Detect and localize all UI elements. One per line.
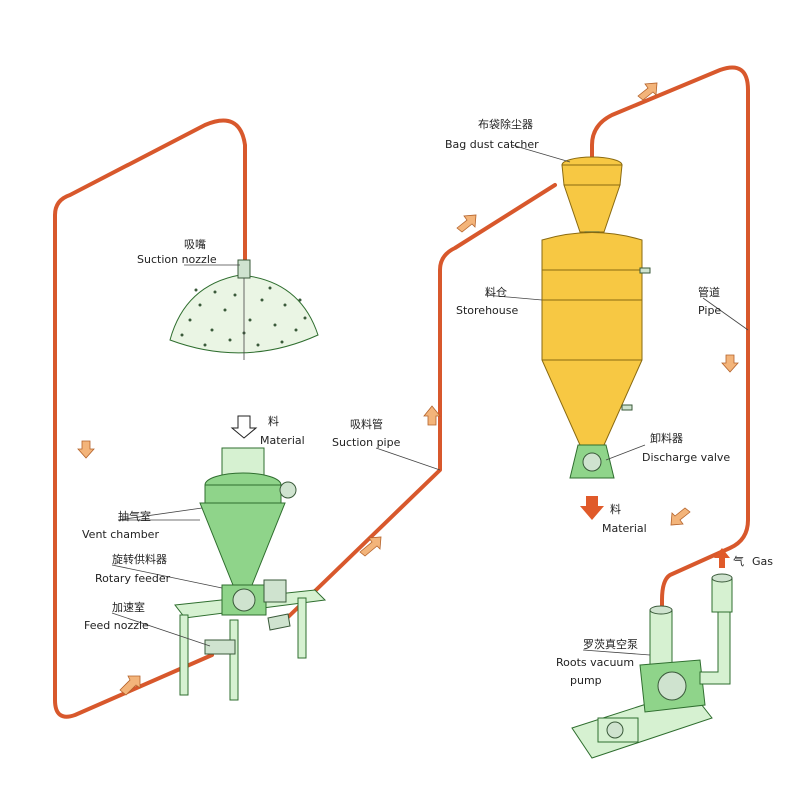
label-discharge-valve-en: Discharge valve [642, 451, 730, 464]
flow-arrows [77, 82, 739, 696]
material-in-arrow [230, 415, 258, 439]
label-feed-nozzle-cn: 加速室 [112, 600, 145, 614]
conveying-pipe [53, 65, 750, 719]
flow-arrow-down-left [77, 440, 95, 459]
suction-nozzle-head [237, 259, 251, 279]
feed-nozzle [204, 639, 236, 655]
label-material-in-en: Material [260, 434, 305, 447]
label-pipe-cn: 管道 [698, 285, 720, 299]
labels: 吸嘴 Suction nozzle 料 Material 抽气室 Vent ch… [82, 117, 773, 687]
label-vent-chamber-en: Vent chamber [82, 528, 159, 541]
label-gas-cn: 气 [733, 554, 744, 568]
label-rotary-feeder-en: Rotary feeder [95, 572, 171, 585]
flow-arrow-suction-pipe [359, 536, 382, 557]
label-gas-en: Gas [752, 555, 773, 568]
label-roots-pump-en-1: Roots vacuum [556, 656, 634, 669]
label-bag-dust-catcher-en: Bag dust catcher [445, 138, 539, 151]
flow-arrow-pipe-down [721, 354, 739, 373]
vent-port [279, 481, 297, 499]
storehouse-body [541, 232, 643, 446]
label-suction-nozzle-cn: 吸嘴 [184, 238, 206, 251]
material-out-arrow [580, 496, 604, 520]
label-pipe-en: Pipe [698, 304, 721, 317]
flow-arrow-top-right [637, 82, 658, 101]
roots-pump-assembly [571, 548, 733, 759]
label-material-in-cn: 料 [268, 414, 279, 428]
flow-arrow-feed [119, 675, 141, 696]
label-roots-pump-en-2: pump [570, 674, 602, 687]
label-suction-nozzle-en: Suction nozzle [137, 253, 217, 266]
pump-inlet-pipe [649, 609, 673, 669]
label-feed-nozzle-en: Feed nozzle [84, 619, 149, 632]
exhaust-pipe [699, 609, 731, 685]
label-suction-pipe-en: Suction pipe [332, 436, 401, 449]
flow-arrow-up [423, 405, 441, 426]
leader-lines [111, 144, 749, 656]
feeder-motor [263, 579, 287, 603]
suction-nozzle-assembly [169, 259, 319, 360]
label-suction-pipe-cn: 吸料管 [350, 417, 383, 431]
feeder-assembly [174, 415, 327, 701]
label-discharge-valve-cn: 卸料器 [650, 431, 683, 445]
label-storehouse-cn: 料仓 [485, 285, 507, 299]
label-storehouse-en: Storehouse [456, 304, 518, 317]
storehouse-assembly [541, 156, 651, 520]
label-roots-pump-cn: 罗茨真空泵 [583, 637, 638, 651]
flow-arrow-to-pump [670, 507, 691, 526]
label-material-out-en: Material [602, 522, 647, 535]
bag-dust-catcher-cone [563, 184, 621, 233]
label-rotary-feeder-cn: 旋转供料器 [112, 552, 167, 566]
label-bag-dust-catcher-cn: 布袋除尘器 [478, 117, 533, 131]
label-vent-chamber-cn: 抽气室 [118, 509, 151, 523]
label-material-out-cn: 料 [610, 502, 621, 516]
gas-out-arrow [714, 548, 730, 568]
vent-chamber-cone [199, 502, 286, 591]
flow-arrow-to-dust [456, 214, 477, 233]
